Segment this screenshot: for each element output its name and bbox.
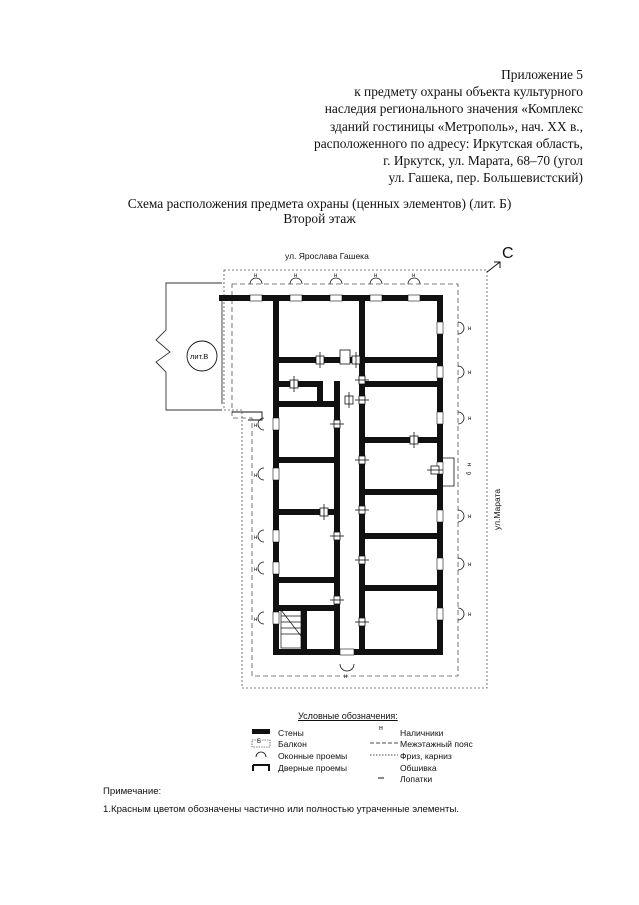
entrance-step bbox=[232, 411, 263, 421]
n-mark: н bbox=[254, 273, 257, 279]
n-mark: н bbox=[468, 416, 471, 422]
note-title: Примечание: bbox=[103, 786, 162, 797]
window-openings bbox=[249, 294, 444, 656]
header-block: Приложение 5 к предмету охраны объекта к… bbox=[163, 66, 583, 186]
n-mark: н bbox=[254, 617, 257, 623]
header-line: Приложение 5 bbox=[501, 67, 583, 82]
n-mark: н bbox=[374, 273, 377, 279]
header-line: зданий гостиницы «Метрополь», нач. XX в.… bbox=[330, 118, 583, 134]
legend-title: Условные обозначения: bbox=[298, 711, 398, 721]
legend-n-label: Наличники bbox=[400, 728, 444, 738]
header-line: к предмету охраны объекта культурного bbox=[354, 84, 583, 100]
legend-balcony-label: Балкон bbox=[278, 739, 307, 749]
n-mark: н bbox=[412, 273, 415, 279]
north-label: С bbox=[502, 245, 514, 262]
legend-door-label: Дверные проемы bbox=[278, 763, 348, 773]
header-line: г. Иркутск, ул. Марата, 68–70 (угол bbox=[383, 153, 583, 169]
legend-pilaster-label: Лопатки bbox=[400, 774, 433, 784]
balcony-outline bbox=[443, 457, 455, 487]
note-text: 1.Красным цветом обозначены частично или… bbox=[103, 804, 460, 815]
legend-belt-label: Межэтажный пояс bbox=[400, 739, 473, 749]
street-top-label: ул. Ярослава Гашека bbox=[285, 251, 369, 261]
n-mark: н bbox=[254, 423, 257, 429]
legend-frieze-label: Фриз, карниз bbox=[400, 751, 452, 761]
n-mark: н bbox=[344, 674, 347, 680]
legend-balcony-mark: Б bbox=[257, 739, 261, 745]
diagram-subtitle: Второй этаж bbox=[283, 211, 356, 226]
header-line: расположенного по адресу: Иркутская обла… bbox=[314, 135, 583, 151]
n-mark: н bbox=[254, 535, 257, 541]
diagram-title: Схема расположения предмета охраны (ценн… bbox=[127, 196, 512, 211]
n-mark: н bbox=[294, 273, 297, 279]
window-arcs bbox=[249, 277, 465, 672]
frieze-outline bbox=[223, 269, 488, 689]
stair-icon bbox=[280, 609, 302, 649]
n-mark: н bbox=[468, 612, 471, 618]
legend-symbols bbox=[251, 729, 398, 779]
interfloor-belt bbox=[231, 283, 459, 677]
n-mark: н bbox=[334, 273, 337, 279]
header-line: наследия регионального значения «Комплек… bbox=[324, 101, 583, 117]
balcony-mark: б bbox=[467, 471, 473, 475]
n-marks: н н н н н н н н н н н н н н н н н bbox=[254, 273, 471, 680]
header-line: ул. Гашека, пер. Большевистский) bbox=[388, 170, 583, 186]
annex-outline bbox=[155, 282, 222, 411]
legend-window-label: Оконные проемы bbox=[278, 751, 348, 761]
note-block: Примечание: 1.Красным цветом обозначены … bbox=[103, 786, 459, 816]
legend-cladding-label: Обшивка bbox=[400, 763, 437, 773]
n-mark: н bbox=[468, 370, 471, 376]
legend-n-mark: н bbox=[379, 725, 383, 732]
n-mark: н bbox=[468, 326, 471, 332]
n-mark: н bbox=[254, 567, 257, 573]
chimney-block bbox=[339, 349, 351, 365]
n-mark: н bbox=[468, 514, 471, 520]
legend-walls-label: Стены bbox=[278, 728, 304, 738]
annex-label: лит.В bbox=[190, 352, 208, 361]
n-mark: н bbox=[467, 463, 473, 466]
annex-marker bbox=[186, 340, 218, 372]
north-arrow-icon bbox=[486, 261, 501, 273]
street-right-label: ул.Марата bbox=[492, 489, 502, 530]
door-openings bbox=[289, 352, 443, 627]
n-mark: н bbox=[468, 562, 471, 568]
n-mark: н bbox=[254, 473, 257, 479]
